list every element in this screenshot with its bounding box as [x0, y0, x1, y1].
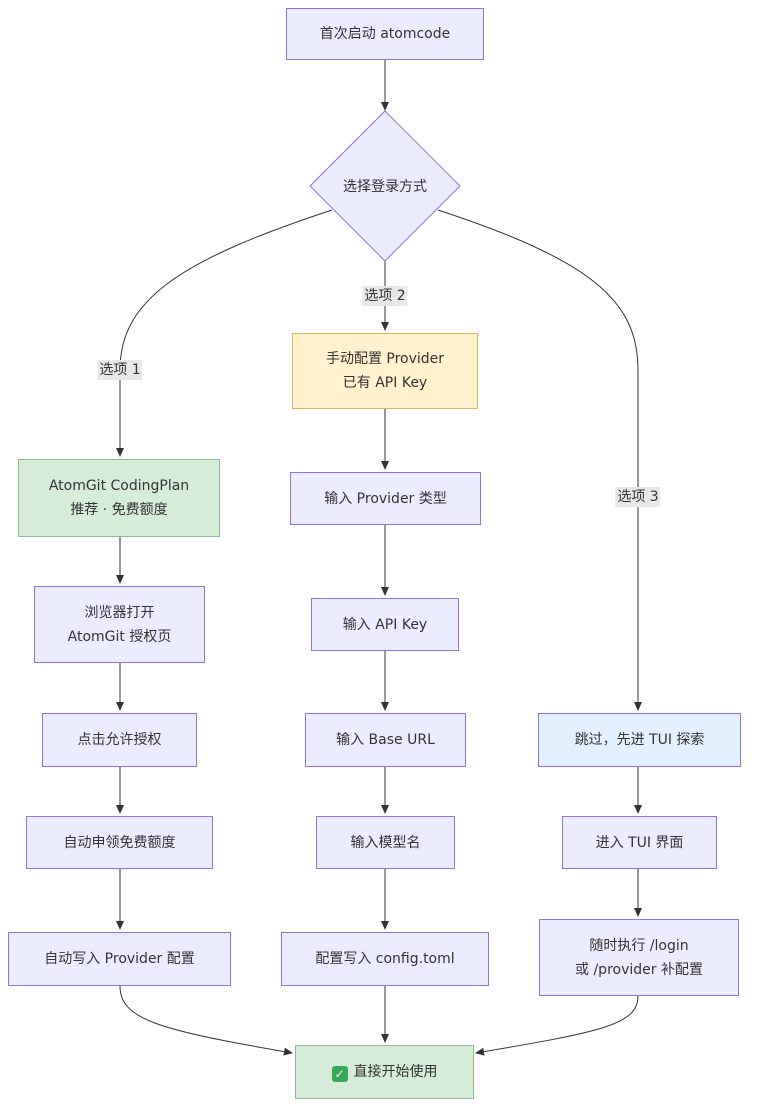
edge-left-end: [119, 985, 293, 1056]
option2-node: 手动配置 Provider 已有 API Key: [292, 333, 478, 409]
option2-step1-node: 输入 Provider 类型: [290, 472, 481, 525]
option2-line1: 手动配置 Provider: [325, 351, 445, 367]
edge-label-option-2: 选项 2: [362, 286, 408, 306]
edge-label-option-3: 选项 3: [615, 487, 661, 507]
edge-label-option-1: 选项 1: [97, 360, 143, 380]
option2-step5-node: 配置写入 config.toml: [281, 932, 489, 986]
option2-step3-node: 输入 Base URL: [305, 713, 466, 767]
option2-step4-node: 输入模型名: [316, 816, 455, 869]
option1-step3-label: 自动申领免费额度: [63, 834, 176, 851]
option1-step1-node: 浏览器打开 AtomGit 授权页: [34, 586, 205, 663]
end-node: ✓ 直接开始使用: [295, 1045, 474, 1099]
option1-step2-label: 点击允许授权: [77, 732, 162, 748]
option1-node: AtomGit CodingPlan 推荐 · 免费额度: [18, 459, 220, 537]
option2-step2-label: 输入 API Key: [342, 616, 428, 633]
edge-right-end: [475, 995, 639, 1056]
end-node-label: 直接开始使用: [353, 1064, 438, 1080]
option2-step5-label: 配置写入 config.toml: [315, 951, 455, 967]
option1-step2-node: 点击允许授权: [42, 713, 197, 767]
edge-decision-opt3: [437, 209, 642, 711]
option1-step4-node: 自动写入 Provider 配置: [8, 932, 231, 986]
option2-line2: 已有 API Key: [342, 375, 428, 391]
option1-step1-line1: 浏览器打开: [84, 604, 155, 621]
decision-diamond: [309, 110, 461, 262]
start-node: 首次启动 atomcode: [286, 8, 484, 60]
option1-line1: AtomGit CodingPlan: [48, 478, 190, 494]
option3-step2-node: 随时执行 /login 或 /provider 补配置: [539, 919, 739, 996]
option1-line2: 推荐 · 免费额度: [70, 502, 168, 518]
option3-label: 跳过，先进 TUI 探索: [574, 732, 705, 748]
check-mark-icon: ✓: [331, 1066, 348, 1082]
option1-step1-line2: AtomGit 授权页: [67, 628, 172, 645]
option3-step2-line1: 随时执行 /login: [589, 937, 689, 954]
option2-step3-label: 输入 Base URL: [336, 732, 435, 748]
option2-step4-label: 输入模型名: [350, 834, 421, 851]
option3-step1-node: 进入 TUI 界面: [562, 816, 717, 869]
edge-decision-opt1: [116, 209, 333, 457]
option2-step2-node: 输入 API Key: [311, 598, 459, 651]
decision-label: 选择登录方式: [343, 179, 427, 195]
start-node-label: 首次启动 atomcode: [319, 26, 451, 42]
option3-step1-label: 进入 TUI 界面: [595, 834, 684, 851]
end-node-content: ✓ 直接开始使用: [331, 1060, 438, 1084]
option1-step3-node: 自动申领免费额度: [26, 816, 213, 869]
option2-step1-label: 输入 Provider 类型: [324, 490, 447, 507]
option1-step4-label: 自动写入 Provider 配置: [44, 951, 195, 967]
option3-step2-line2: 或 /provider 补配置: [575, 961, 703, 978]
option3-node: 跳过，先进 TUI 探索: [538, 713, 741, 767]
